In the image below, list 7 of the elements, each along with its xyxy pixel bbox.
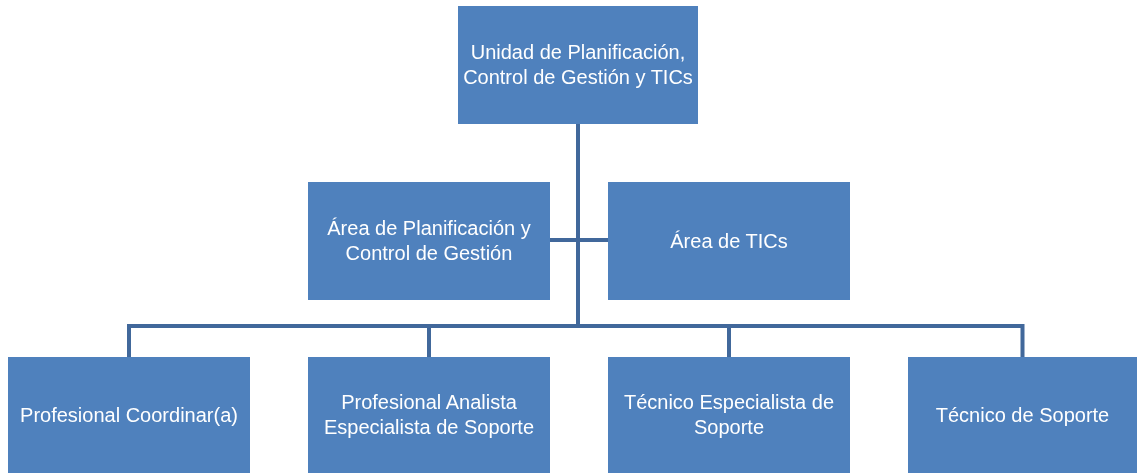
org-box: Unidad de Planificación, Control de Gestión y TICs [458,6,698,124]
org-box: Profesional Analista Especialista de Soporte [308,357,550,473]
org-box: Área de TICs [608,182,850,300]
org-box: Área de Planificación y Control de Gestión [308,182,550,300]
org-box: Técnico de Soporte [908,357,1137,473]
org-box: Técnico Especialista de Soporte [608,357,850,473]
org-box: Profesional Coordinar(a) [8,357,250,473]
